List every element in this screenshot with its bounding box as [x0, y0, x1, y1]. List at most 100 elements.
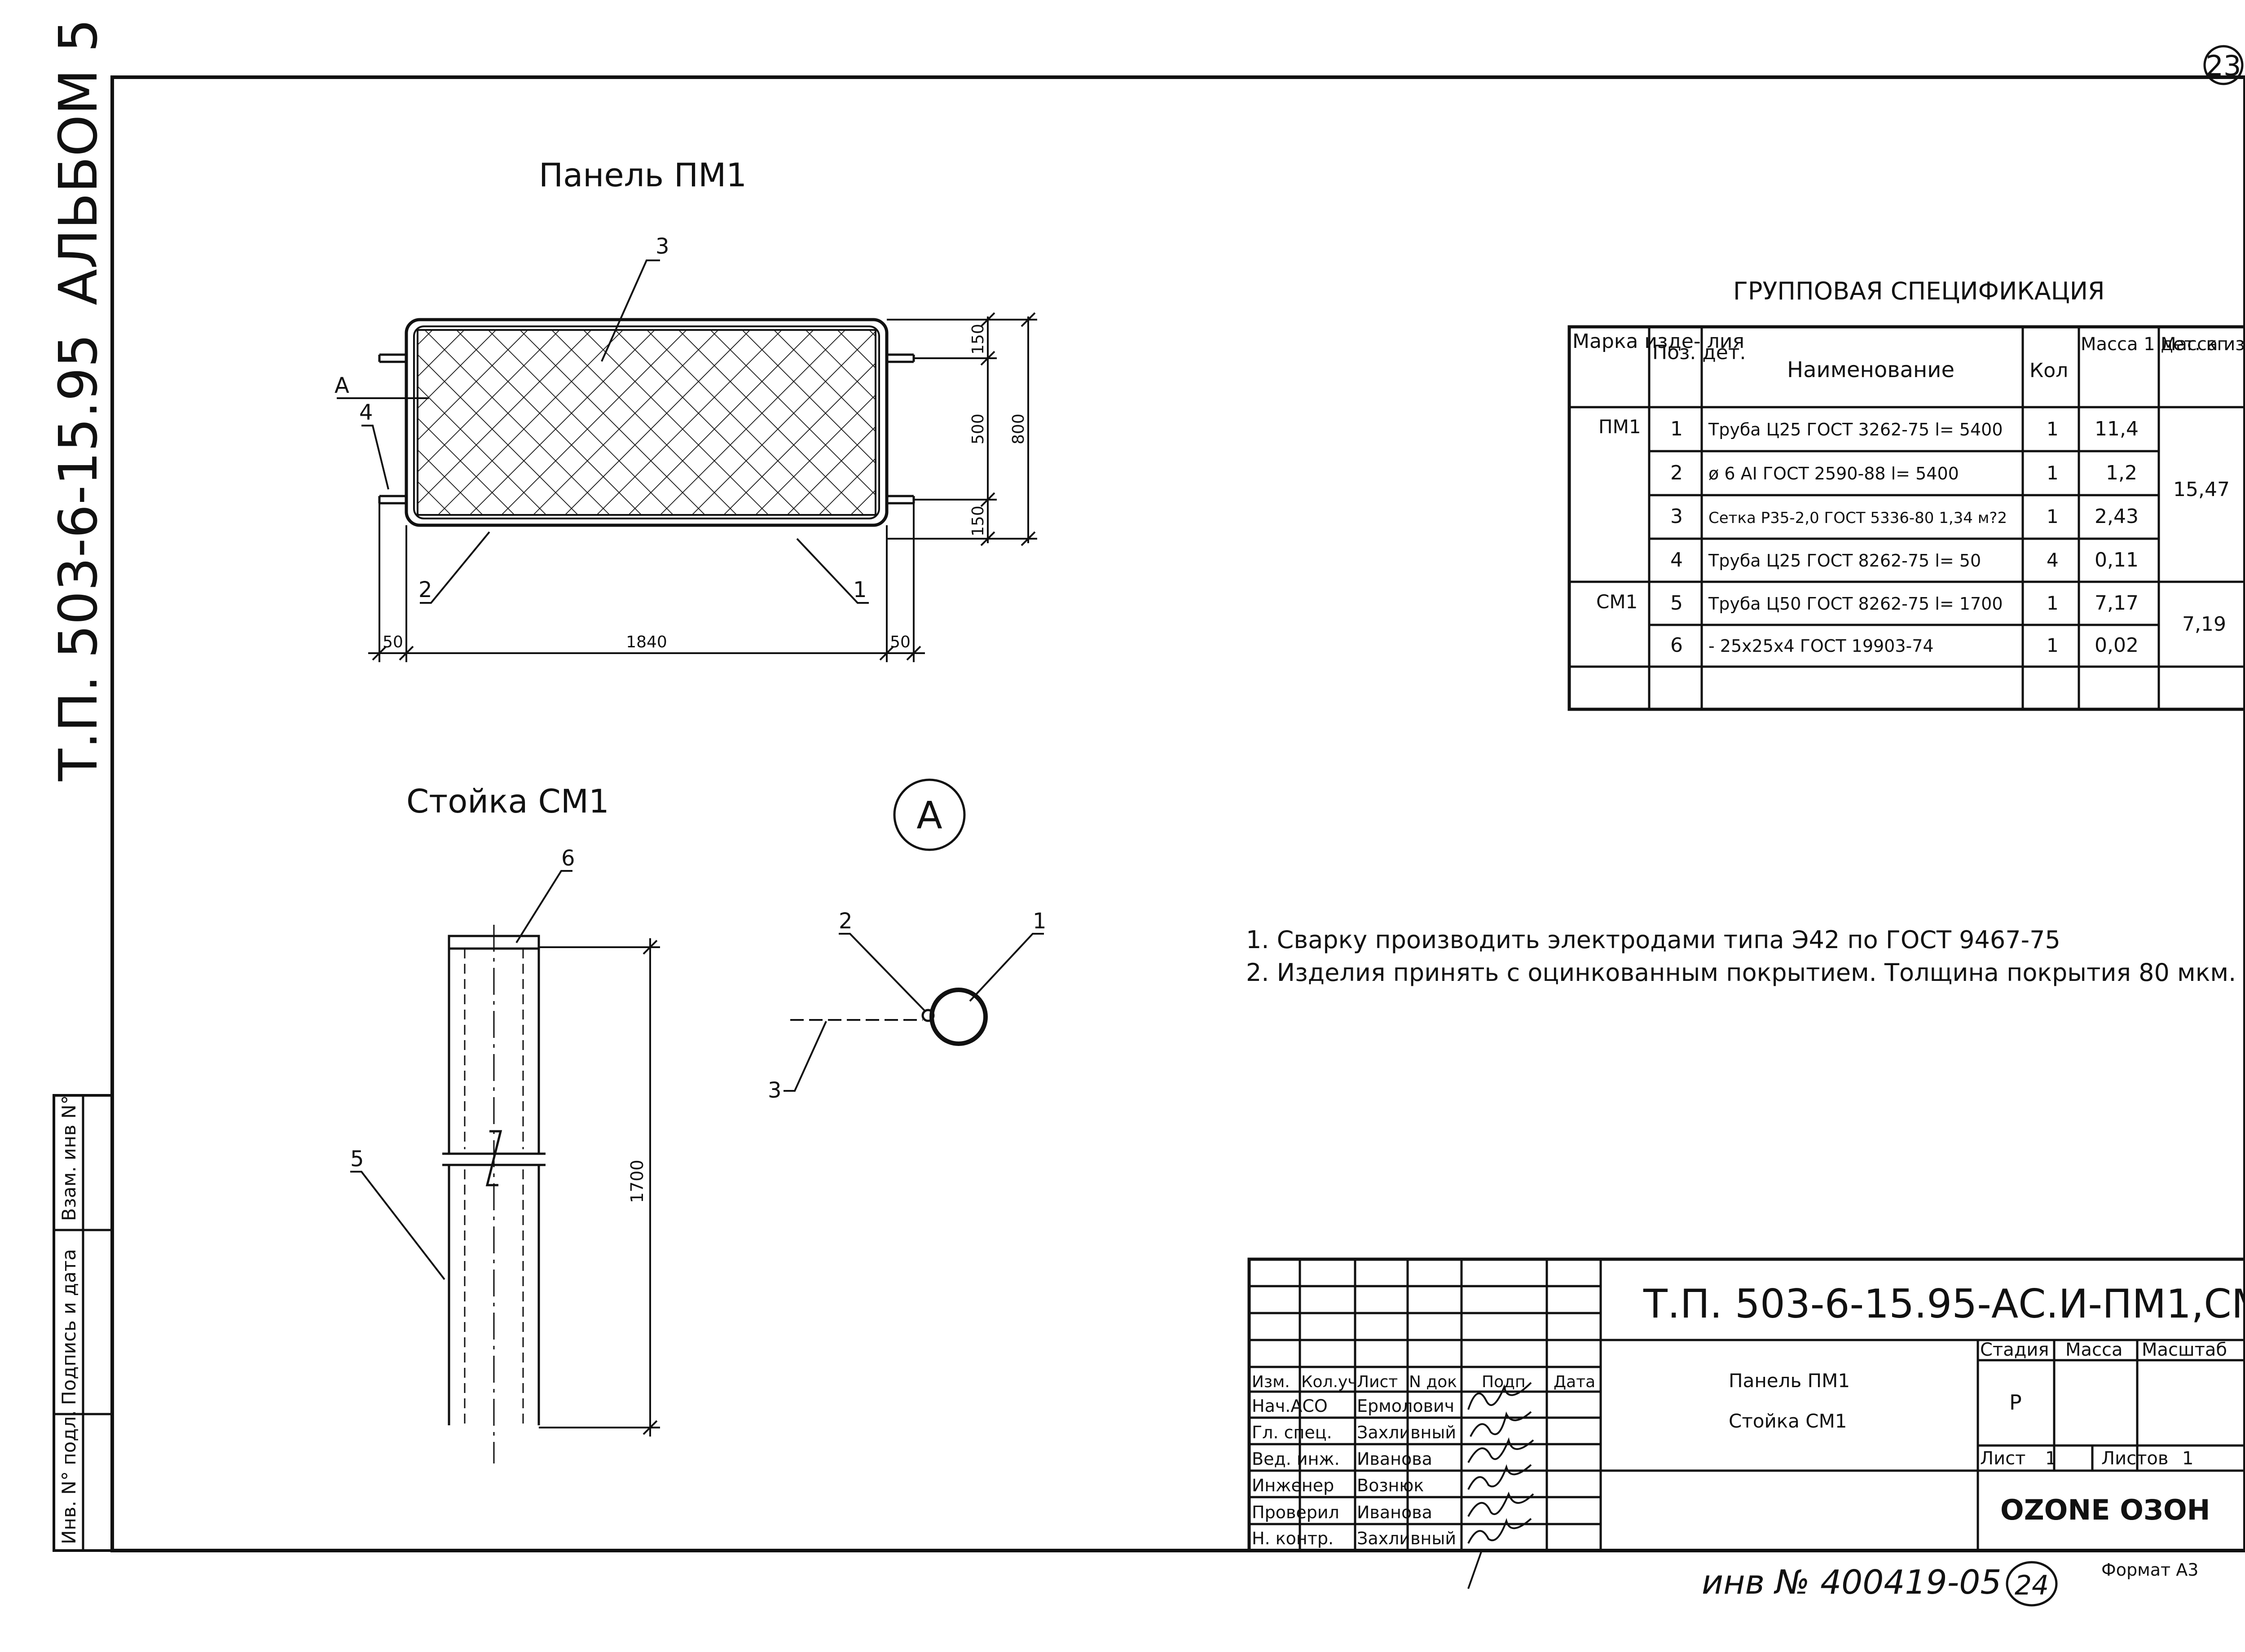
svg-text:6: 6: [1670, 634, 1683, 657]
group-specification: ГРУППОВАЯ СПЕЦИФИКАЦИЯ Марка изде- лия П…: [1567, 277, 2245, 711]
svg-text:Сетка Р35-2,0 ГОСТ 5336-80 1,: Сетка Р35-2,0 ГОСТ 5336-80 1,34 м?2: [1708, 509, 2007, 527]
spec-row: 3 Сетка Р35-2,0 ГОСТ 5336-80 1,34 м?2 1 …: [1670, 505, 2139, 528]
node-a: А 2 1 3: [768, 778, 1047, 1103]
svg-text:1: 1: [2047, 462, 2059, 484]
svg-text:0,02: 0,02: [2095, 634, 2139, 657]
svg-text:АЛЬБОМ 5: АЛЬБОМ 5: [47, 18, 109, 305]
svg-text:2: 2: [839, 909, 853, 934]
svg-text:Стадия: Стадия: [1980, 1340, 2049, 1360]
svg-text:Масса: Масса: [2065, 1340, 2123, 1360]
spec-row: 6 - 25х25х4 ГОСТ 19903-74 1 0,02: [1670, 634, 2139, 657]
svg-text:3: 3: [1670, 505, 1683, 528]
org-logo: OZONE ОЗОН: [2000, 1494, 2210, 1526]
staff-row: Н. контр. Захливный: [1252, 1529, 1456, 1548]
svg-text:Иванова: Иванова: [1357, 1449, 1432, 1469]
svg-text:Наименование: Наименование: [1787, 357, 1954, 382]
svg-text:ø 6 AI ГОСТ 2590-88 l= 5400: ø 6 AI ГОСТ 2590-88 l= 5400: [1708, 464, 1959, 483]
spec-row: 4 Труба Ц25 ГОСТ 8262-75 l= 50 4 0,11: [1670, 549, 2139, 571]
signatures: [1467, 1382, 1534, 1589]
svg-text:Гл. спец.: Гл. спец.: [1252, 1423, 1332, 1442]
svg-text:1: 1: [2045, 1448, 2056, 1469]
svg-text:0,11: 0,11: [2095, 549, 2139, 571]
svg-text:- 25х25х4 ГОСТ 19903-74: - 25х25х4 ГОСТ 19903-74: [1708, 636, 1934, 656]
svg-text:Листов: Листов: [2101, 1448, 2168, 1469]
svg-text:3: 3: [768, 1078, 782, 1103]
notes: 1. Сварку производить электродами типа Э…: [1246, 926, 2236, 987]
drawing-frame: [110, 75, 2245, 1552]
svg-text:Панель ПМ1: Панель ПМ1: [1729, 1370, 1850, 1392]
sheet-number-circle: [2203, 45, 2244, 85]
mesh-fill: [417, 329, 876, 516]
svg-text:Масса 1 дет. кг: Масса 1 дет. кг: [2081, 334, 2227, 355]
svg-text:6: 6: [561, 846, 575, 871]
panel-title: Панель ПМ1: [539, 156, 747, 194]
svg-text:Проверил: Проверил: [1252, 1503, 1339, 1522]
svg-text:7,17: 7,17: [2095, 592, 2139, 615]
svg-text:150: 150: [969, 505, 987, 536]
spec-row: ПМ1 1 Труба Ц25 ГОСТ 3262-75 l= 5400 1 1…: [1598, 416, 2139, 440]
svg-text:Масса издел. кг: Масса издел. кг: [2161, 334, 2245, 355]
spec-title: ГРУППОВАЯ СПЕЦИФИКАЦИЯ: [1733, 277, 2105, 305]
svg-text:1: 1: [2182, 1448, 2193, 1469]
svg-text:А: А: [916, 793, 942, 837]
sheet-format: Формат А3: [2101, 1560, 2198, 1580]
svg-text:1: 1: [1033, 909, 1047, 934]
album-vertical: АЛЬБОМ 5: [47, 18, 109, 305]
svg-text:500: 500: [969, 413, 987, 444]
svg-text:А: А: [335, 373, 349, 398]
svg-text:Р: Р: [2009, 1390, 2022, 1415]
svg-text:Нач.АСО: Нач.АСО: [1252, 1396, 1328, 1416]
svg-text:50: 50: [383, 633, 403, 651]
svg-text:24: 24: [2015, 1570, 2049, 1601]
svg-text:Захливный: Захливный: [1357, 1529, 1456, 1548]
staff-row: Проверил Иванова: [1252, 1503, 1432, 1522]
staff-row: Инженер Вознюк: [1252, 1476, 1424, 1495]
svg-text:Подпись и дата: Подпись и дата: [58, 1249, 80, 1405]
svg-text:ПМ1: ПМ1: [1598, 416, 1641, 438]
svg-text:Труба Ц25 ГОСТ 3262-75 l= 540: Труба Ц25 ГОСТ 3262-75 l= 5400: [1708, 420, 2003, 439]
spec-row: СМ1 5 Труба Ц50 ГОСТ 8262-75 l= 1700 1 7…: [1596, 591, 2139, 615]
footer: инв № 400419-05 24 Формат А3: [1702, 1560, 2198, 1607]
svg-text:4: 4: [1670, 549, 1683, 571]
designation: Т.П. 503-6-15.95-АС.И-ПМ1,СМ1: [1643, 1281, 2245, 1327]
svg-text:3: 3: [656, 234, 669, 259]
project-code-vertical: Т.П. 503-6-15.95: [47, 334, 109, 782]
svg-text:1: 1: [2047, 505, 2059, 527]
svg-text:Кол.уч: Кол.уч: [1301, 1373, 1357, 1391]
post-sm1: Стойка СМ1 6 5: [350, 782, 660, 1463]
svg-text:5: 5: [1670, 592, 1683, 615]
svg-text:Захливный: Захливный: [1357, 1423, 1456, 1442]
svg-text:1: 1: [853, 577, 867, 602]
svg-text:1: 1: [1670, 417, 1683, 440]
svg-text:1: 1: [2047, 592, 2059, 614]
staff-row: Гл. спец. Захливный: [1252, 1423, 1456, 1442]
staff-row: Нач.АСО Ермолович: [1252, 1396, 1454, 1416]
svg-text:Лист: Лист: [1980, 1448, 2025, 1469]
svg-text:Инв. N° подл.: Инв. N° подл.: [58, 1410, 80, 1545]
panel-pm1: Панель ПМ1 3 А 4 2 1: [335, 156, 1037, 662]
svg-text:Т.П. 503-6-15.95: Т.П. 503-6-15.95: [47, 334, 109, 782]
svg-text:2: 2: [418, 577, 432, 602]
inventory-number: инв № 400419-05: [1702, 1563, 2001, 1602]
svg-text:Вознюк: Вознюк: [1357, 1476, 1424, 1495]
svg-text:7,19: 7,19: [2182, 613, 2226, 636]
svg-text:СМ1: СМ1: [1596, 591, 1638, 613]
svg-text:Труба Ц25 ГОСТ 8262-75 l= 50: Труба Ц25 ГОСТ 8262-75 l= 50: [1708, 551, 1981, 571]
svg-text:Иванова: Иванова: [1357, 1503, 1432, 1522]
svg-text:1: 1: [2047, 418, 2059, 440]
svg-text:2. Изделия принять с оцинкован: 2. Изделия принять с оцинкованным покрыт…: [1246, 958, 2236, 987]
svg-text:Вед. инж.: Вед. инж.: [1252, 1449, 1340, 1469]
sheet-number: 23: [2206, 49, 2241, 82]
svg-text:Кол: Кол: [2029, 359, 2068, 382]
svg-text:2,43: 2,43: [2095, 505, 2139, 528]
svg-text:800: 800: [1009, 413, 1028, 444]
svg-text:4: 4: [2047, 549, 2059, 571]
svg-text:Н. контр.: Н. контр.: [1252, 1529, 1334, 1548]
svg-text:Лист: Лист: [1357, 1373, 1398, 1391]
svg-text:Поз. дет.: Поз. дет.: [1652, 341, 1746, 364]
svg-text:Труба Ц50 ГОСТ 8262-75 l= 170: Труба Ц50 ГОСТ 8262-75 l= 1700: [1708, 594, 2003, 614]
title-block: Т.П. 503-6-15.95-АС.И-ПМ1,СМ1 Изм. Кол.у…: [1247, 1257, 2245, 1589]
post-title: Стойка СМ1: [406, 782, 609, 820]
